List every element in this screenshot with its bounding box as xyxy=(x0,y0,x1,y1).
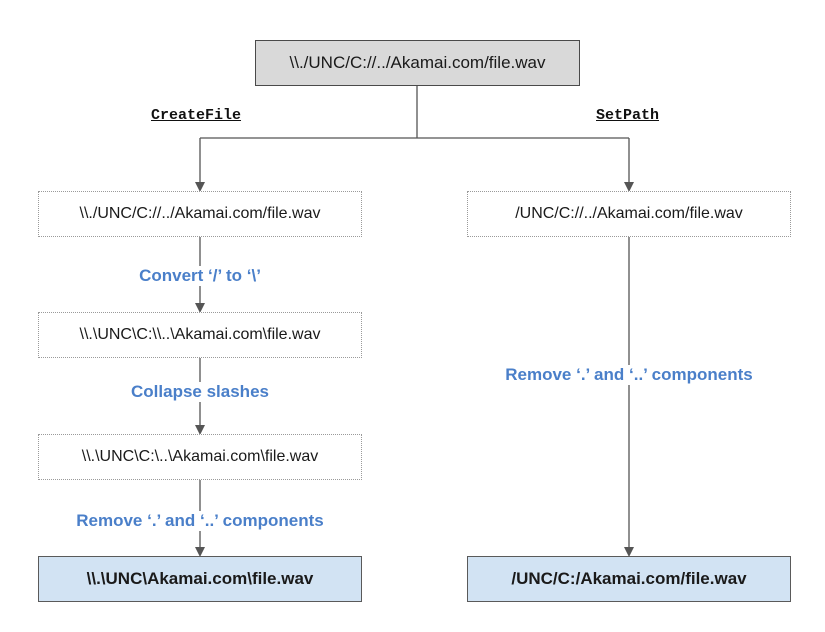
createfile-result-box: \\.\UNC\Akamai.com\file.wav xyxy=(38,556,362,602)
source-path-text: \\./UNC/C://../Akamai.com/file.wav xyxy=(289,53,546,72)
setpath-result-path: /UNC/C:/Akamai.com/file.wav xyxy=(511,569,747,588)
createfile-step3-box: \\.\UNC\C:\..\Akamai.com\file.wav xyxy=(38,434,362,480)
setpath-result-box: /UNC/C:/Akamai.com/file.wav xyxy=(467,556,791,602)
collapse-slashes-label: Collapse slashes xyxy=(129,382,271,402)
createfile-step3-path: \\.\UNC\C:\..\Akamai.com\file.wav xyxy=(81,448,319,465)
convert-slashes-label: Convert ‘/’ to ‘\’ xyxy=(137,266,263,286)
setpath-step1-path: /UNC/C://../Akamai.com/file.wav xyxy=(515,205,743,222)
createfile-label: CreateFile xyxy=(151,107,242,124)
remove-dots-label-right: Remove ‘.’ and ‘..’ components xyxy=(503,365,755,385)
createfile-step2-path: \\.\UNC\C:\\..\Akamai.com\file.wav xyxy=(79,326,321,343)
setpath-step1-box: /UNC/C://../Akamai.com/file.wav xyxy=(467,191,791,237)
remove-dots-label-left: Remove ‘.’ and ‘..’ components xyxy=(74,511,326,531)
createfile-step1-box: \\./UNC/C://../Akamai.com/file.wav xyxy=(38,191,362,237)
createfile-step1-path: \\./UNC/C://../Akamai.com/file.wav xyxy=(79,205,321,222)
source-path-box: \\./UNC/C://../Akamai.com/file.wav xyxy=(255,40,580,86)
createfile-step2-box: \\.\UNC\C:\\..\Akamai.com\file.wav xyxy=(38,312,362,358)
setpath-label: SetPath xyxy=(596,107,660,124)
createfile-result-path: \\.\UNC\Akamai.com\file.wav xyxy=(86,569,314,588)
